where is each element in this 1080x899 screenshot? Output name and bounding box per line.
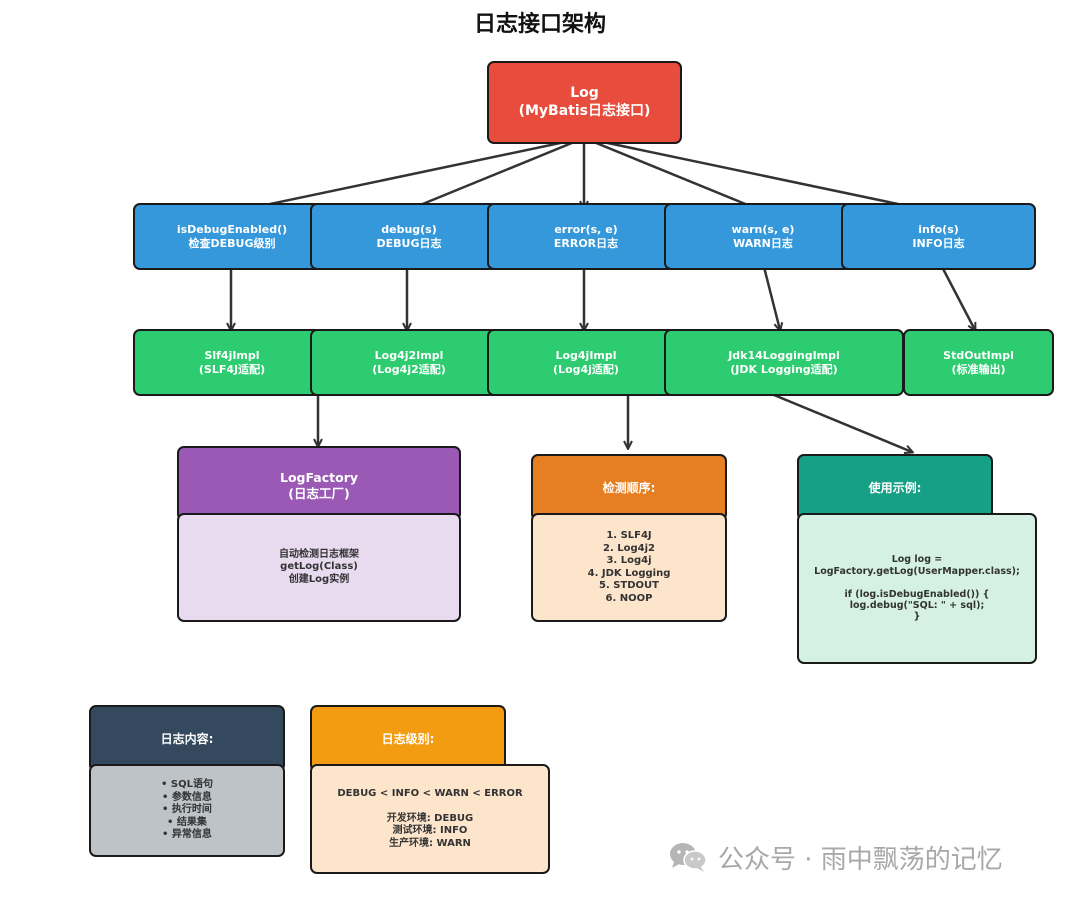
usage-example-body: Log log = LogFactory.getLog(UserMapper.c… xyxy=(797,513,1037,664)
impl-node-stdout: StdOutImpl (标准输出) xyxy=(903,329,1054,396)
arrow-log-to-warn xyxy=(583,136,760,210)
method-node-warn: warn(s, e) WARN日志 xyxy=(664,203,862,270)
detection-order-body: 1. SLF4J 2. Log4j2 3. Log4j 4. JDK Loggi… xyxy=(531,513,727,622)
log-level-body: DEBUG < INFO < WARN < ERROR 开发环境: DEBUG … xyxy=(310,764,550,874)
method-node-info: info(s) INFO日志 xyxy=(841,203,1036,270)
watermark-text: 公众号 · 雨中飘荡的记忆 xyxy=(718,844,1003,875)
impl-node-slf4j: Slf4jImpl (SLF4J适配) xyxy=(133,329,331,396)
log-content-header: 日志内容: xyxy=(89,705,285,772)
wechat-watermark: 公众号 · 雨中飘荡的记忆 xyxy=(668,838,1003,876)
wechat-icon xyxy=(668,841,708,873)
usage-example-header: 使用示例: xyxy=(797,454,993,521)
arrow-warn-to-jdk14 xyxy=(761,262,780,330)
arrow-info-to-stdout xyxy=(938,262,975,330)
log-content-body: • SQL语句 • 参数信息 • 执行时间 • 结果集 • 异常信息 xyxy=(89,764,285,857)
diagram-title: 日志接口架构 xyxy=(473,12,606,37)
log-interface-node: Log (MyBatis日志接口) xyxy=(487,61,682,144)
method-node-isdebugenabled: isDebugEnabled() 检查DEBUG级别 xyxy=(133,203,331,270)
logfactory-header: LogFactory (日志工厂) xyxy=(177,446,461,521)
method-node-error: error(s, e) ERROR日志 xyxy=(487,203,685,270)
arrow-log-to-debug xyxy=(408,136,585,210)
impl-node-log4j: Log4jImpl (Log4j适配) xyxy=(487,329,685,396)
arrow-log-to-info xyxy=(583,136,936,212)
arrow-jdk14-to-usage xyxy=(761,388,912,452)
detection-order-header: 检测顺序: xyxy=(531,454,727,521)
impl-node-log4j2: Log4j2Impl (Log4j2适配) xyxy=(310,329,508,396)
logfactory-body: 自动检测日志框架 getLog(Class) 创建Log实例 xyxy=(177,513,461,622)
arrow-log-to-isdebugenabled xyxy=(232,136,585,212)
impl-node-jdk14: Jdk14LoggingImpl (JDK Logging适配) xyxy=(664,329,904,396)
method-node-debug: debug(s) DEBUG日志 xyxy=(310,203,508,270)
log-level-header: 日志级别: xyxy=(310,705,506,772)
